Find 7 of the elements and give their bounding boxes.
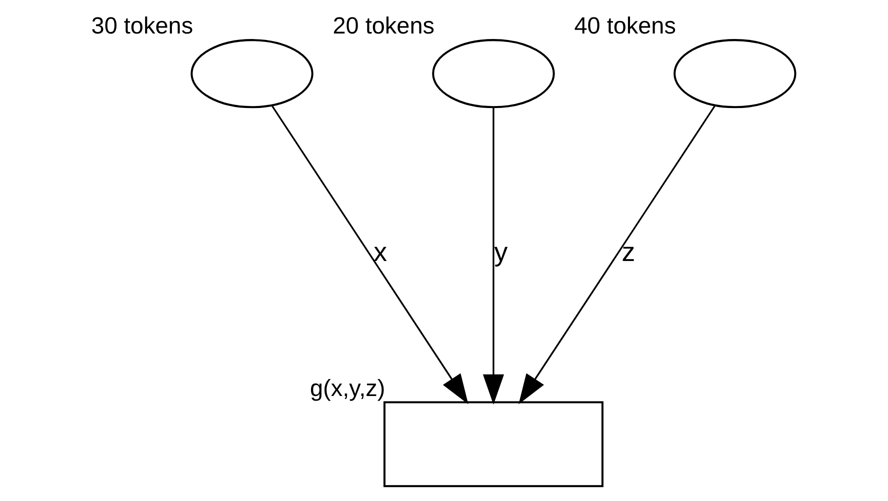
node-label: 40 tokens xyxy=(574,12,676,39)
edge-label: x xyxy=(374,237,387,268)
node-label: 30 tokens xyxy=(91,12,194,39)
node-label: g(x,y,z) xyxy=(310,374,386,401)
node-label: 20 tokens xyxy=(332,12,435,39)
edge-label: z xyxy=(622,237,636,268)
edge-label: y xyxy=(494,237,508,268)
